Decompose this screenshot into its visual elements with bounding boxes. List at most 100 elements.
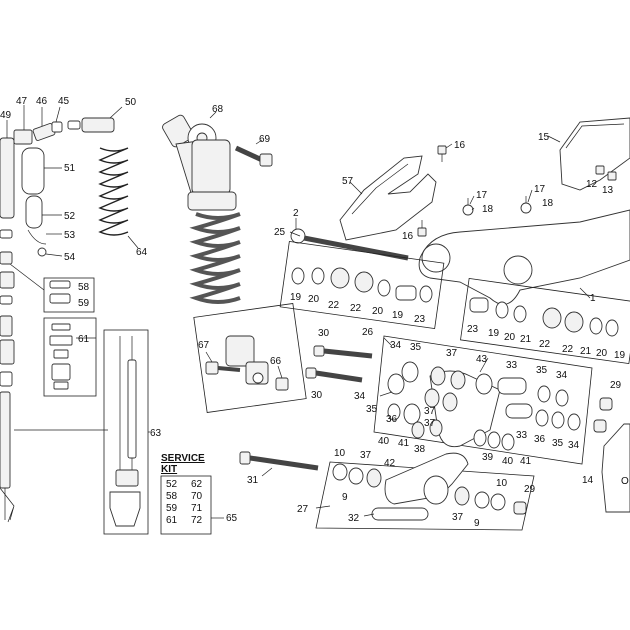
callout-27: 27	[297, 504, 309, 515]
callout-30-bottom: 30	[311, 390, 323, 401]
callout-16-bottom: 16	[402, 231, 414, 242]
screw-54	[37, 247, 47, 257]
callout-37-a: 37	[446, 348, 458, 359]
linkage-assembly-26	[373, 335, 593, 465]
service-kit-title-line2: KIT	[161, 464, 177, 475]
callout-22-a: 22	[328, 300, 340, 311]
linkage-bolts-30	[305, 345, 373, 383]
callout-21-a: 21	[520, 334, 532, 345]
callout-29-a: 29	[610, 380, 622, 391]
callout-35-c: 35	[366, 404, 378, 415]
callout-51: 51	[64, 163, 76, 174]
bearing-row-upper-left	[279, 241, 445, 329]
callout-66: 66	[270, 356, 282, 367]
kit-box-61	[43, 317, 97, 397]
callout-19-a: 19	[290, 292, 302, 303]
callout-68: 68	[212, 104, 224, 115]
callout-13: 13	[602, 185, 614, 196]
callout-21-b: 21	[580, 346, 592, 357]
callout-52: 52	[64, 211, 76, 222]
service-kit-title-line1: SERVICE	[161, 453, 205, 464]
spring-64	[98, 147, 139, 249]
bolt-69	[234, 139, 273, 167]
callout-35-d: 35	[552, 438, 564, 449]
callout-19-c: 19	[488, 328, 500, 339]
callout-57: 57	[342, 176, 354, 187]
callout-12: 12	[586, 179, 598, 190]
callout-23-a: 23	[414, 314, 426, 325]
damper-rod-63	[103, 329, 150, 535]
callout-36-b: 36	[534, 434, 546, 445]
callout-39: 39	[482, 452, 494, 463]
callout-37-e: 37	[452, 512, 464, 523]
service-kit-cell: 52	[166, 479, 178, 490]
callout-29-b: 29	[524, 484, 536, 495]
bolt-31	[239, 451, 319, 471]
callout-38: 38	[414, 444, 426, 455]
callout-25: 25	[274, 227, 286, 238]
callout-17-left: 17	[476, 190, 488, 201]
callout-22-b: 22	[350, 303, 362, 314]
callout-20-d: 20	[596, 348, 608, 359]
cap-52	[25, 195, 43, 229]
callout-33-b: 33	[516, 430, 528, 441]
callout-65: 65	[226, 513, 238, 524]
service-kit-cell: 70	[191, 491, 203, 502]
callout-50: 50	[125, 97, 137, 108]
callout-26: 26	[362, 327, 374, 338]
ring-53	[27, 229, 47, 245]
callout-9-b: 9	[474, 518, 480, 529]
callout-30-top: 30	[318, 328, 330, 339]
callout-35-a: 35	[410, 342, 422, 353]
callout-34-c: 34	[354, 391, 366, 402]
reservoir-body	[0, 137, 15, 219]
service-kit-cell: 62	[191, 479, 203, 490]
callout-41-a: 41	[398, 438, 410, 449]
callout-59: 59	[78, 298, 90, 309]
service-kit-cell: 71	[191, 503, 203, 514]
callout-37-b: 37	[424, 406, 436, 417]
axle-25	[290, 218, 409, 261]
callout-32: 32	[348, 513, 360, 524]
callout-33-a: 33	[506, 360, 518, 371]
callout-34-b: 34	[556, 370, 568, 381]
rear-shock-68	[162, 111, 307, 413]
callout-2: 2	[293, 208, 299, 219]
callout-18-right: 18	[542, 198, 554, 209]
leader-lines	[261, 135, 561, 517]
bearing-row-upper-right	[460, 278, 630, 364]
callout-14: 14	[582, 475, 594, 486]
callout-23-b: 23	[467, 324, 479, 335]
callout-54: 54	[64, 252, 76, 263]
callout-10-a: 10	[334, 448, 346, 459]
chain-guide-57	[339, 155, 437, 241]
callout-40-b: 40	[502, 456, 514, 467]
callout-9-a: 9	[342, 492, 348, 503]
callout-20-b: 20	[372, 306, 384, 317]
callout-58: 58	[78, 282, 90, 293]
callout-69: 69	[259, 134, 271, 145]
callout-31: 31	[247, 475, 259, 486]
bladder-51	[21, 147, 45, 195]
callout-64: 64	[136, 247, 148, 258]
callout-labels: 49 47 46 45 50 68 69 51 52 53 54 64 58 5…	[0, 96, 629, 529]
callout-37-d: 37	[360, 450, 372, 461]
kit-box-58-59	[43, 277, 95, 313]
small-fasteners	[417, 145, 617, 237]
callout-20-a: 20	[308, 294, 320, 305]
callout-49: 49	[0, 110, 12, 121]
sleeve-32	[371, 507, 429, 521]
adjuster-50	[81, 117, 115, 133]
service-kit-cell: 59	[166, 503, 178, 514]
callout-42: 42	[384, 458, 396, 469]
callout-17-right: 17	[534, 184, 546, 195]
callout-1: 1	[590, 293, 596, 304]
right-nuts-29	[513, 397, 613, 515]
service-kit-cell: 72	[191, 515, 203, 526]
service-kit-table	[160, 475, 212, 535]
callout-18-left: 18	[482, 204, 494, 215]
callout-35-b: 35	[536, 365, 548, 376]
callout-37-c: 37	[424, 418, 436, 429]
callout-15: 15	[538, 132, 550, 143]
